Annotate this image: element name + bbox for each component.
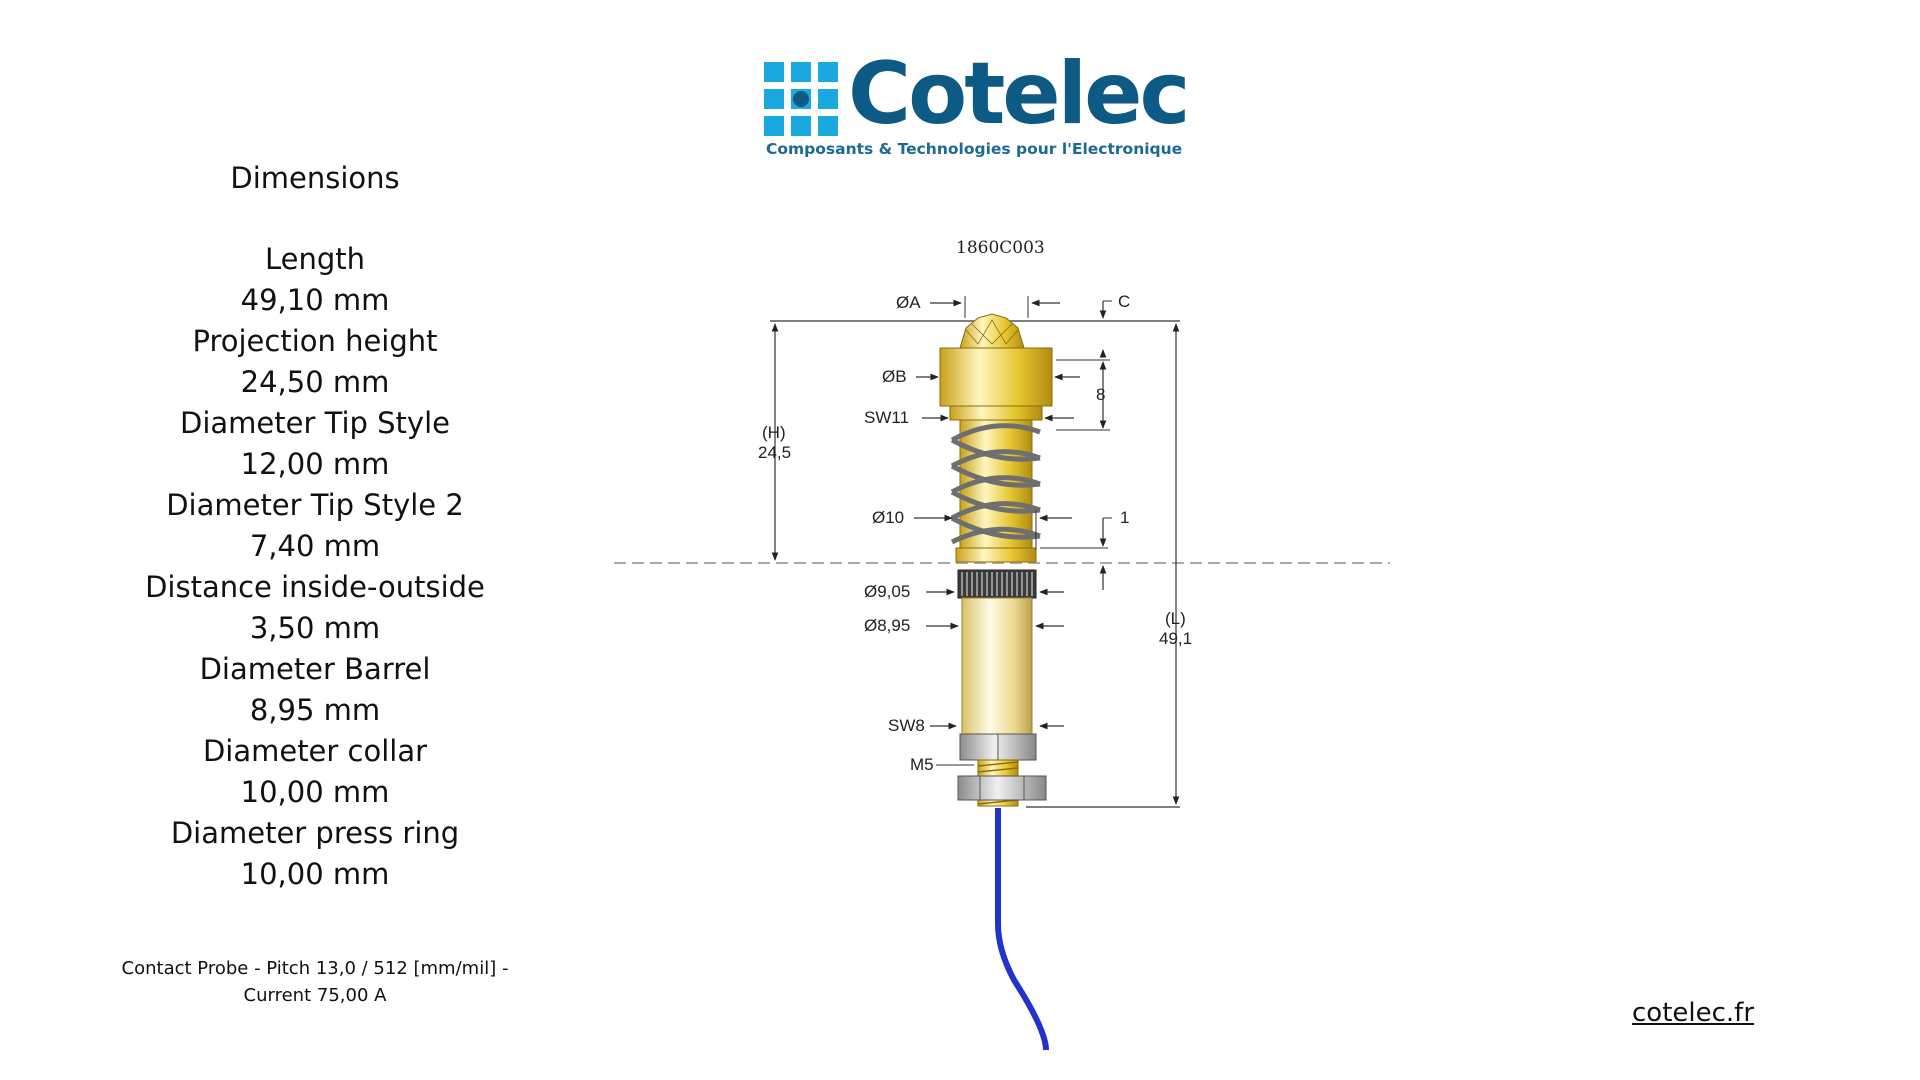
spec-value: 8,95 mm bbox=[249, 693, 381, 727]
press-ring-knurl bbox=[961, 572, 1033, 596]
head-sw11 bbox=[939, 347, 1053, 407]
cotelec-logo: Cotelec Composants & Technologies pour l… bbox=[764, 44, 1190, 168]
sw8-label: SW8 bbox=[888, 716, 925, 735]
diam-905-label: Ø9,05 bbox=[864, 582, 910, 601]
diam-10-label: Ø10 bbox=[872, 508, 904, 527]
spec-value: 10,00 mm bbox=[240, 775, 390, 809]
spec-row: Diameter press ring 10,00 mm bbox=[120, 813, 510, 895]
spec-value: 12,00 mm bbox=[240, 447, 390, 481]
diam-a-label: ØA bbox=[896, 293, 921, 312]
l-value: 49,1 bbox=[1159, 629, 1192, 648]
spec-row: Diameter Tip Style 12,00 mm bbox=[120, 403, 510, 485]
eight-label: 8 bbox=[1096, 385, 1105, 404]
sw11-label: SW11 bbox=[864, 408, 909, 427]
h-label: (H) bbox=[762, 423, 786, 442]
spec-row: Diameter Barrel 8,95 mm bbox=[120, 649, 510, 731]
spec-label: Length bbox=[264, 242, 366, 276]
brand-name: Cotelec bbox=[848, 44, 1190, 144]
spec-label: Diameter collar bbox=[202, 734, 428, 768]
spec-label: Distance inside-outside bbox=[145, 570, 485, 604]
spec-label: Diameter Barrel bbox=[199, 652, 431, 686]
spec-row: Projection height 24,50 mm bbox=[120, 321, 510, 403]
diam-895-label: Ø8,95 bbox=[864, 616, 910, 635]
spec-row: Distance inside-outside 3,50 mm bbox=[120, 567, 510, 649]
spec-row: Diameter Tip Style 2 7,40 mm bbox=[120, 485, 510, 567]
spec-label: Projection height bbox=[192, 324, 438, 358]
dot-grid-logo-icon bbox=[764, 62, 838, 136]
spring bbox=[950, 423, 1041, 545]
probe-technical-drawing: 1860C003 (H) 24,5 (L) 49,1 bbox=[614, 238, 1390, 1050]
head-neck bbox=[949, 405, 1043, 421]
spec-label: Diameter press ring bbox=[170, 816, 460, 850]
crown-tip bbox=[959, 313, 1025, 349]
spec-value: 49,10 mm bbox=[240, 283, 390, 317]
part-number: 1860C003 bbox=[956, 238, 1045, 258]
c-label: C bbox=[1118, 292, 1130, 311]
blue-cable bbox=[995, 808, 1049, 1050]
dimensions-list: Dimensions Length 49,10 mm Projection he… bbox=[120, 158, 510, 895]
crown-tip-facets bbox=[965, 319, 1019, 345]
description-line-1: Contact Probe - Pitch 13,0 / 512 [mm/mil… bbox=[121, 958, 509, 979]
barrel bbox=[961, 597, 1033, 735]
spec-row: Length 49,10 mm bbox=[120, 239, 510, 321]
one-label: 1 bbox=[1120, 508, 1129, 527]
spec-value: 7,40 mm bbox=[249, 529, 381, 563]
probe-description: Contact Probe - Pitch 13,0 / 512 [mm/mil… bbox=[110, 955, 520, 1009]
spec-label: Diameter Tip Style bbox=[180, 406, 450, 440]
nut-m5 bbox=[957, 775, 1047, 801]
l-label: (L) bbox=[1165, 609, 1186, 628]
spec-label: Diameter Tip Style 2 bbox=[166, 488, 464, 522]
spec-value: 24,50 mm bbox=[240, 365, 390, 399]
spec-row: Diameter collar 10,00 mm bbox=[120, 731, 510, 813]
m5-label: M5 bbox=[910, 755, 934, 774]
spec-value: 3,50 mm bbox=[249, 611, 381, 645]
spec-value: 10,00 mm bbox=[240, 857, 390, 891]
h-value: 24,5 bbox=[758, 443, 791, 462]
dimensions-heading: Dimensions bbox=[230, 161, 400, 195]
diam-b-label: ØB bbox=[882, 367, 907, 386]
brand-tagline: Composants & Technologies pour l'Electro… bbox=[766, 140, 1183, 158]
collar bbox=[955, 547, 1037, 563]
website-link[interactable]: cotelec.fr bbox=[1632, 998, 1755, 1028]
description-line-2: Current 75,00 A bbox=[243, 985, 387, 1006]
